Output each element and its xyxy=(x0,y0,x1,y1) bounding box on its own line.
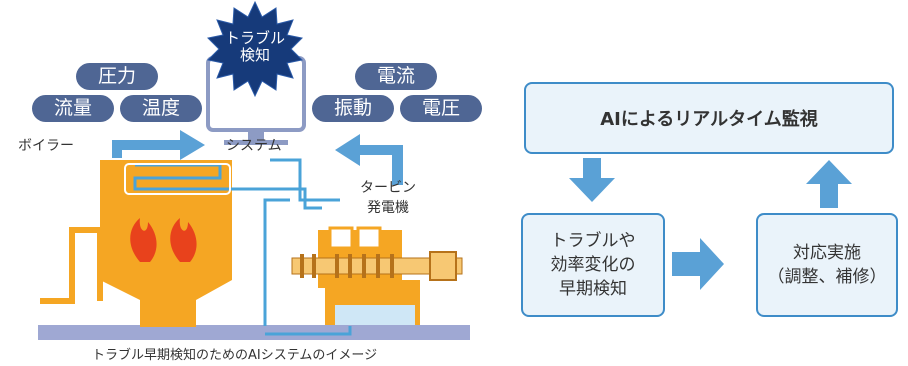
early-detection-box: トラブルや 効率変化の 早期検知 xyxy=(521,213,665,317)
tag-pressure: 圧力 xyxy=(76,63,158,90)
realtime-monitoring-text: AIによるリアルタイム監視 xyxy=(600,109,818,130)
response-box: 対応実施 （調整、補修） xyxy=(756,213,898,317)
boiler-label: ボイラー xyxy=(18,138,74,154)
response-text: 対応実施 （調整、補修） xyxy=(767,243,887,287)
tag-current: 電流 xyxy=(355,63,437,90)
tag-flow: 流量 xyxy=(32,95,114,122)
arrow-boiler-to-system xyxy=(112,130,205,160)
arrow-right-icon xyxy=(672,238,724,290)
arrow-turbine-to-system xyxy=(335,134,403,185)
illustration-caption: トラブル早期検知のためのAIシステムのイメージ xyxy=(92,348,378,363)
ground xyxy=(38,325,470,340)
alert-burst xyxy=(206,0,304,98)
arrow-down-icon xyxy=(569,158,615,202)
arrow-up-icon xyxy=(806,160,852,208)
tag-vibration: 振動 xyxy=(312,95,394,122)
trouble-alert-label: トラブル 検知 xyxy=(224,29,285,64)
realtime-monitoring-box: AIによるリアルタイム監視 xyxy=(524,82,894,154)
plant-illustration xyxy=(38,0,470,340)
turbine xyxy=(291,226,463,288)
flame-icon xyxy=(130,218,197,262)
early-detection-text: トラブルや 効率変化の 早期検知 xyxy=(550,231,636,299)
turbine-generator-label: タービン 発電機 xyxy=(360,180,416,216)
boiler xyxy=(100,160,232,327)
tag-temperature: 温度 xyxy=(120,95,202,122)
system-label: システム xyxy=(226,138,282,154)
tag-voltage: 電圧 xyxy=(400,95,482,122)
